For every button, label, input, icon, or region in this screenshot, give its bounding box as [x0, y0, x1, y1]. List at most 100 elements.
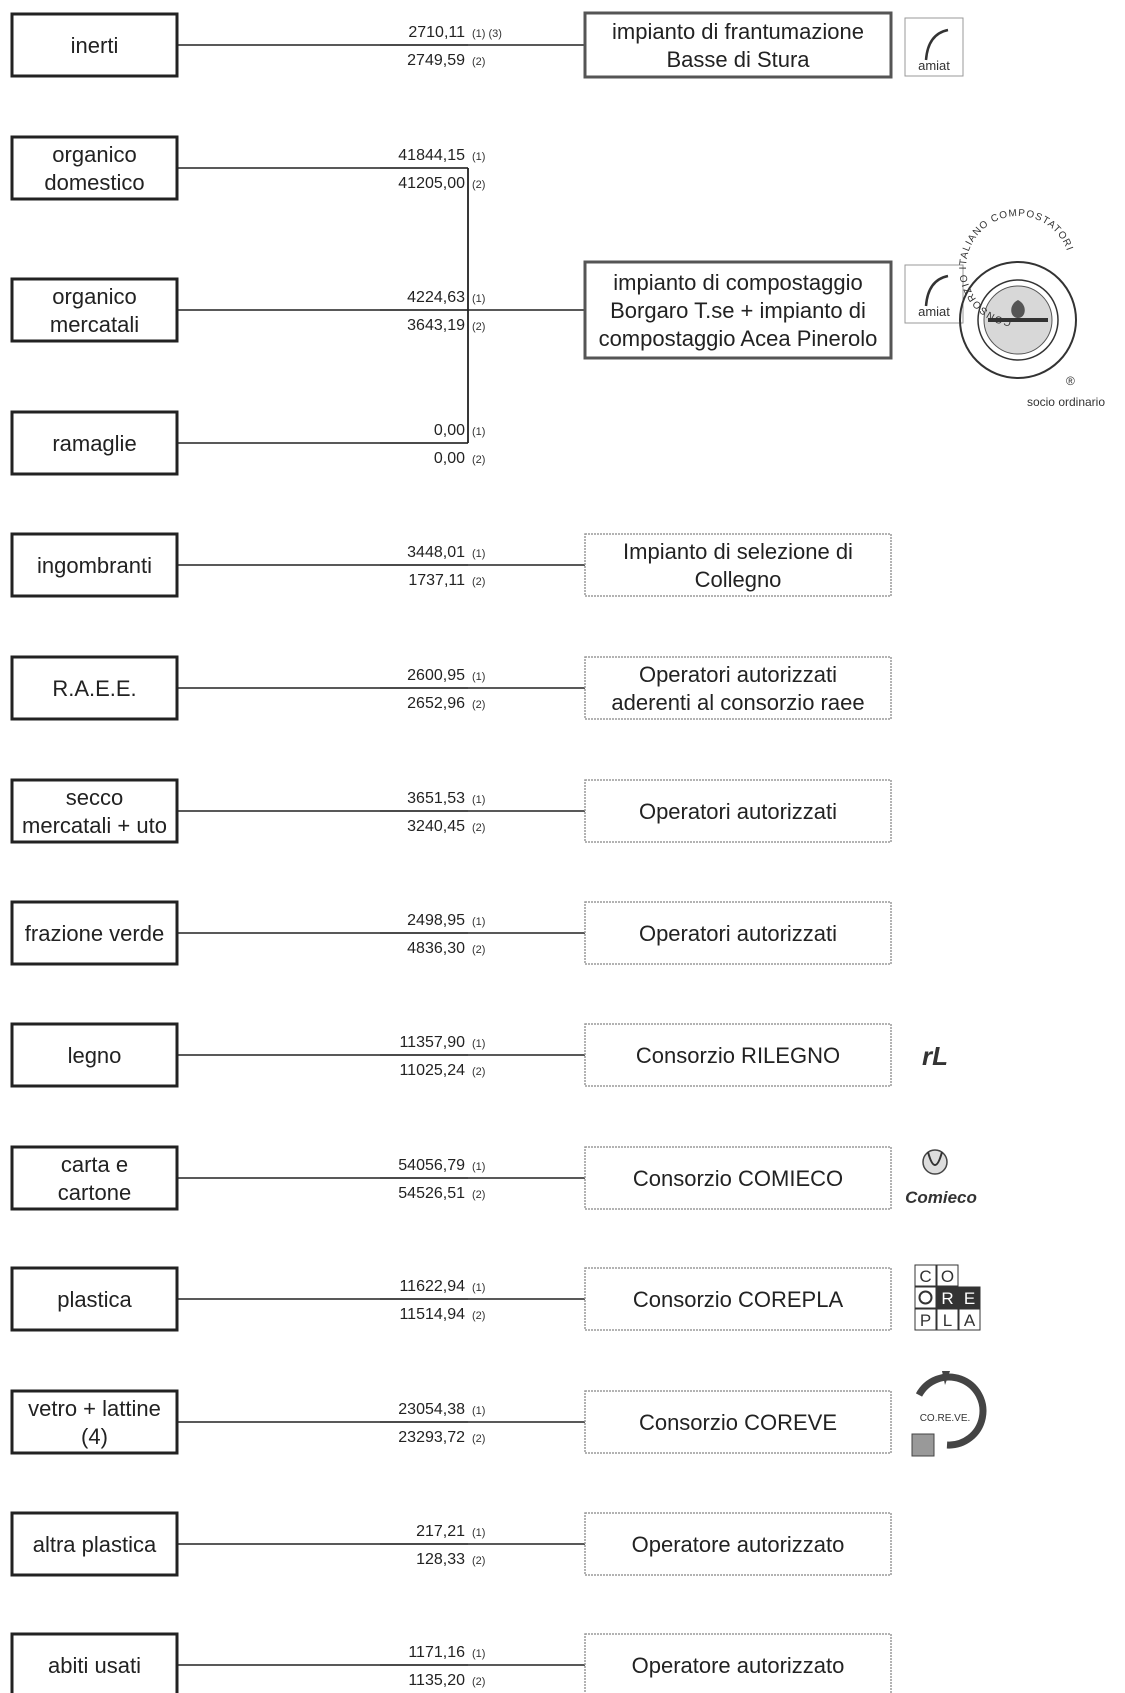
flow-value-pair: 4224,63(1)3643,19(2) [407, 289, 485, 334]
destination-label: Operatori autorizzati [639, 662, 837, 687]
footnote-2: (2) [472, 699, 485, 711]
source-label: secco [66, 785, 123, 810]
value-2: 41205,00 [398, 175, 465, 192]
source-box-carta-cartone: carta e cartone [10, 1145, 179, 1211]
destination-label: Basse di Stura [666, 47, 810, 72]
value-1: 2710,11 [408, 24, 465, 41]
footnote-1: (1) [472, 1282, 485, 1294]
source-box-secco-mercatali: secco mercatali + uto [10, 778, 179, 844]
coreve-logo: CO.RE.VE. [911, 1371, 987, 1457]
destination-label: Collegno [695, 567, 782, 592]
flow-value-pair: 3651,53(1)3240,45(2) [407, 790, 485, 835]
destination-box-coreve: Consorzio COREVE [584, 1390, 892, 1454]
cic-registered-mark: ® [1066, 374, 1075, 388]
source-label: organico [52, 142, 136, 167]
value-2: 11514,94 [399, 1306, 465, 1323]
footnote-2: (2) [472, 1066, 485, 1078]
flow-value-pair: 23054,38(1)23293,72(2) [398, 1401, 485, 1446]
value-2: 4836,30 [407, 940, 465, 957]
value-2: 2749,59 [407, 52, 465, 69]
source-label: domestico [44, 170, 144, 195]
value-1: 23054,38 [398, 1401, 465, 1418]
value-2: 1737,11 [408, 572, 465, 589]
source-label: carta e [61, 1152, 128, 1177]
footnote-1: (1) [472, 1161, 485, 1173]
source-box-plastica: plastica [10, 1266, 179, 1332]
value-2: 1135,20 [408, 1672, 465, 1689]
flow-value-pair: 217,21(1)128,33(2) [416, 1523, 485, 1568]
amiat-logo-2: amiat [904, 264, 964, 324]
corepla-letter: A [964, 1311, 976, 1330]
footnote-2: (2) [472, 321, 485, 333]
coreve-logo-text: CO.RE.VE. [920, 1413, 971, 1424]
flow-value-pair: 2710,11(1) (3)2749,59(2) [407, 24, 502, 69]
source-label: organico [52, 284, 136, 309]
footnote-1: (1) [472, 151, 485, 163]
destination-label: Operatore autorizzato [632, 1532, 845, 1557]
source-label: (4) [81, 1424, 108, 1449]
destination-label: aderenti al consorzio raee [611, 690, 864, 715]
source-label: inerti [71, 33, 119, 58]
value-1: 217,21 [416, 1523, 465, 1540]
footnote-2: (2) [472, 1555, 485, 1567]
footnote-2: (2) [472, 944, 485, 956]
source-label: abiti usati [48, 1653, 141, 1678]
source-label: mercatali + uto [22, 813, 167, 838]
rilegno-logo-text: rL [922, 1041, 948, 1071]
source-label: R.A.E.E. [52, 676, 136, 701]
flow-value-pair: 54056,79(1)54526,51(2) [398, 1157, 485, 1202]
destination-box-rilegno: Consorzio RILEGNO [584, 1023, 892, 1087]
footnote-2: (2) [472, 576, 485, 588]
amiat-text-1: amiat [918, 58, 950, 73]
footnote-1: (1) [472, 1648, 485, 1660]
footnote-1: (1) (3) [472, 28, 502, 40]
destination-label: impianto di compostaggio [613, 270, 862, 295]
source-label: cartone [58, 1180, 131, 1205]
footnote-2: (2) [472, 179, 485, 191]
value-2: 3240,45 [407, 818, 465, 835]
destination-label: impianto di frantumazione [612, 19, 864, 44]
footnote-1: (1) [472, 1405, 485, 1417]
value-1: 4224,63 [407, 289, 465, 306]
source-boxes: inerti organico domestico organico mercatali… [10, 12, 179, 1693]
corepla-letter: C [919, 1267, 931, 1286]
destination-label: compostaggio Acea Pinerolo [599, 326, 878, 351]
corepla-letter: O [941, 1267, 954, 1286]
footnote-2: (2) [472, 454, 485, 466]
source-label: mercatali [50, 312, 139, 337]
corepla-letter: L [943, 1311, 952, 1330]
rilegno-logo: rL [922, 1041, 948, 1071]
source-box-frazione-verde: frazione verde [10, 900, 179, 966]
destination-label: Consorzio COREVE [639, 1410, 837, 1435]
footnote-2: (2) [472, 1310, 485, 1322]
source-label: ingombranti [37, 553, 152, 578]
flow-value-pair: 11357,90(1)11025,24(2) [399, 1034, 485, 1079]
amiat-text-2: amiat [918, 304, 950, 319]
destination-label: Operatori autorizzati [639, 921, 837, 946]
destination-label: Impianto di selezione di [623, 539, 853, 564]
destination-label: Operatori autorizzati [639, 799, 837, 824]
destination-label: Consorzio COMIECO [633, 1166, 843, 1191]
destination-box-operatore-1: Operatore autorizzato [584, 1512, 892, 1576]
corepla-letter: R [941, 1289, 953, 1308]
destination-label: Borgaro T.se + impianto di [610, 298, 866, 323]
value-1: 11622,94 [399, 1278, 465, 1295]
flow-value-pair: 1171,16(1)1135,20(2) [408, 1644, 485, 1689]
footnote-1: (1) [472, 1038, 485, 1050]
footnote-2: (2) [472, 1676, 485, 1688]
value-1: 2498,95 [407, 912, 465, 929]
footnote-2: (2) [472, 822, 485, 834]
source-box-organico-mercatali: organico mercatali [10, 277, 179, 343]
source-box-ingombranti: ingombranti [10, 532, 179, 598]
value-2: 23293,72 [398, 1429, 465, 1446]
value-1: 3651,53 [407, 790, 465, 807]
value-1: 54056,79 [398, 1157, 465, 1174]
source-box-abiti-usati: abiti usati [10, 1632, 179, 1693]
destination-box-raee-operatori: Operatori autorizzati aderenti al consorz… [584, 656, 892, 720]
footnote-1: (1) [472, 548, 485, 560]
comieco-logo: Comieco [905, 1149, 977, 1207]
destination-box-corepla: Consorzio COREPLA [584, 1267, 892, 1331]
